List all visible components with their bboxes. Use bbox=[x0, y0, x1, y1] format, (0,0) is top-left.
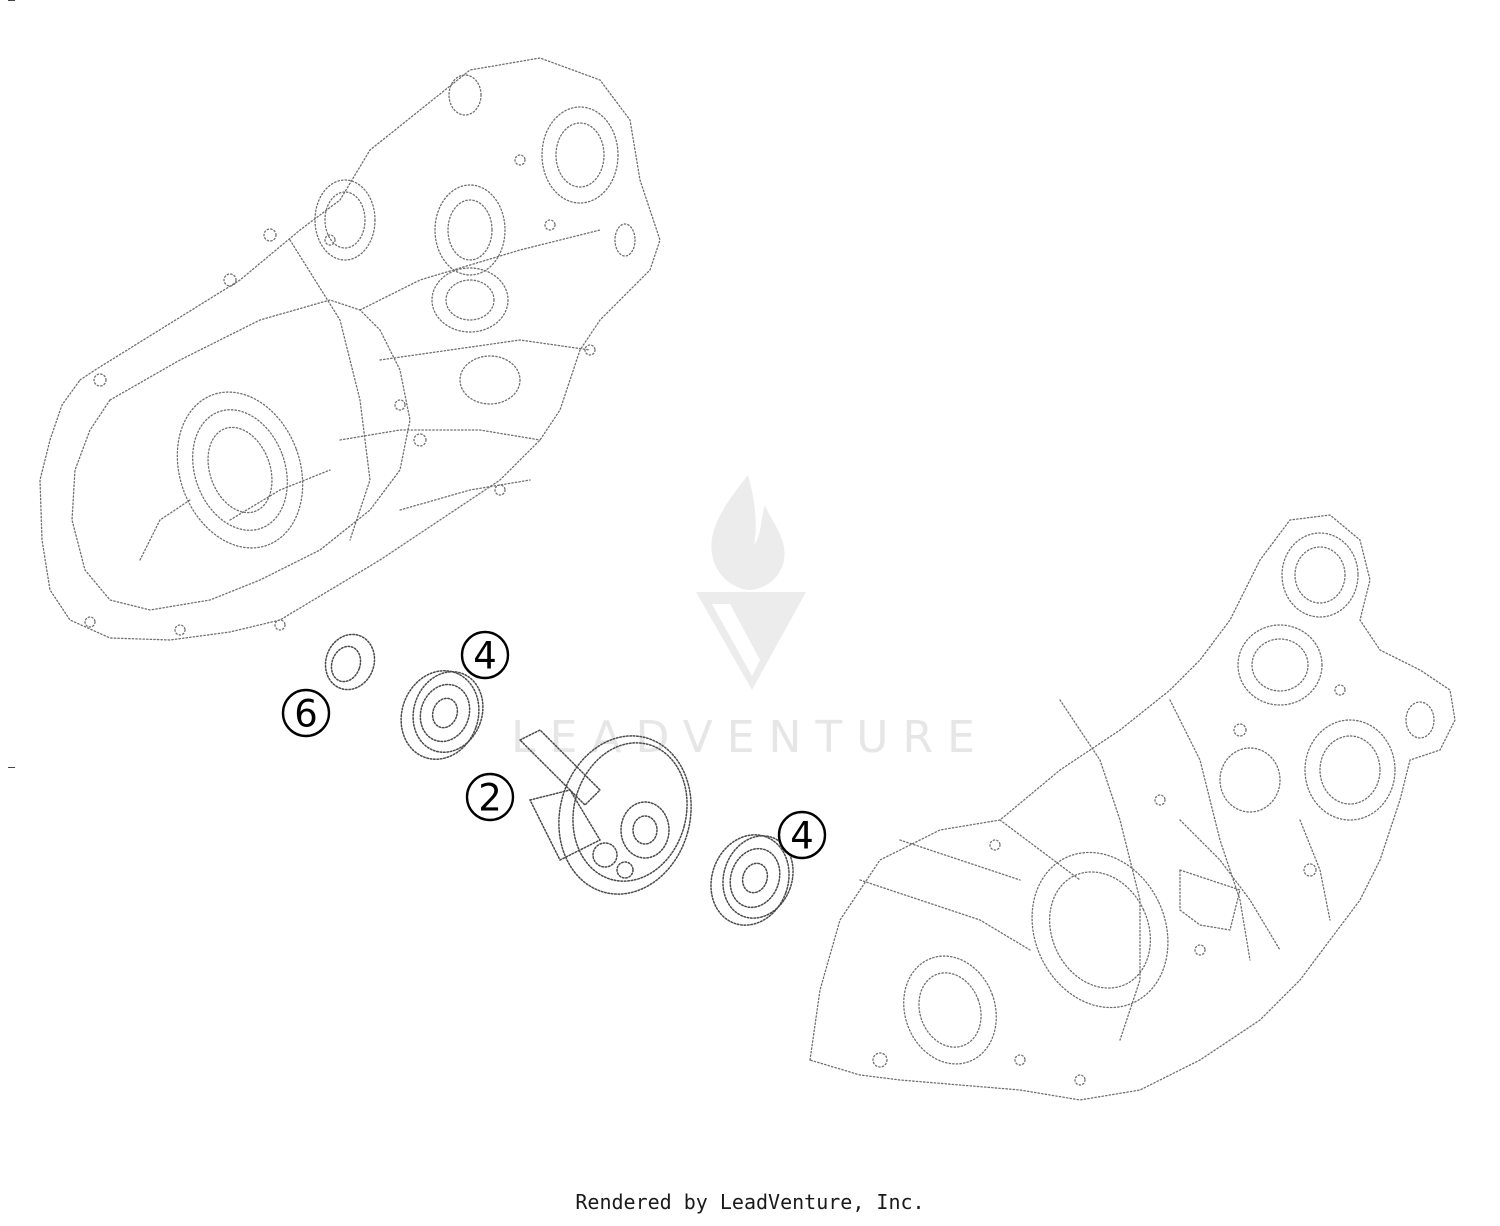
footer-credit: Rendered by LeadVenture, Inc. bbox=[575, 1190, 925, 1214]
left-crankcase-half bbox=[39, 57, 661, 641]
right-crankcase-half bbox=[809, 514, 1456, 1101]
ball-bearing-lower bbox=[710, 834, 794, 926]
callout-2[interactable]: 2 bbox=[465, 772, 515, 822]
callout-4-upper[interactable]: 4 bbox=[460, 630, 510, 680]
callout-6[interactable]: 6 bbox=[281, 688, 331, 738]
watermark-logo-icon bbox=[696, 475, 806, 690]
watermark: LEADVENTURE bbox=[511, 475, 989, 763]
edge-mark-middle bbox=[8, 767, 15, 768]
callout-6-label: 6 bbox=[294, 693, 318, 736]
ball-bearing-upper bbox=[400, 670, 484, 760]
callout-4-lower-label: 4 bbox=[790, 815, 814, 858]
callout-4-upper-label: 4 bbox=[473, 635, 497, 678]
balancer-shaft bbox=[518, 729, 692, 895]
callout-2-label: 2 bbox=[478, 777, 502, 820]
callout-4-lower[interactable]: 4 bbox=[777, 810, 827, 860]
edge-mark-top bbox=[8, 0, 15, 1]
shaft-seal bbox=[324, 633, 376, 691]
watermark-text: LEADVENTURE bbox=[511, 712, 989, 763]
